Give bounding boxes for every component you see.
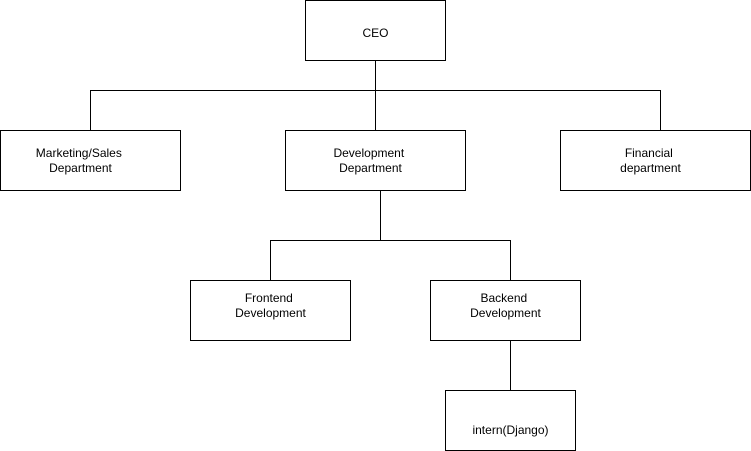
connector-development-backend	[380, 240, 511, 281]
node-frontend-label-line-2: Development	[235, 306, 306, 320]
svg-text:CEO: CEO	[362, 26, 388, 40]
node-frontend-development[interactable]: Frontend Development	[190, 280, 351, 341]
node-intern-django[interactable]: intern(Django)	[445, 390, 576, 451]
node-financial-label-line-2: department	[620, 161, 681, 175]
node-development-label-line-2: Department	[339, 161, 402, 175]
node-financial-department[interactable]: Financial department	[560, 130, 751, 191]
connector-development-frontend	[270, 190, 381, 281]
node-frontend-label-line-1: Frontend	[245, 291, 293, 305]
node-marketing-label-line-1: Marketing/Sales	[36, 146, 122, 160]
node-backend-development[interactable]: Backend Development	[430, 280, 581, 341]
svg-text:Financial department: Financial department	[620, 146, 681, 175]
node-development-label-line-1: Development	[333, 146, 404, 160]
node-backend-label-line-2: Development	[470, 306, 541, 320]
svg-text:Development Department: Development Department	[333, 146, 407, 175]
node-marketing-label-line-2: Department	[49, 161, 112, 175]
node-ceo[interactable]: CEO	[305, 0, 446, 61]
svg-text:Backend Development: Backend Development	[470, 291, 541, 320]
svg-text:intern(Django): intern(Django)	[472, 423, 548, 437]
node-financial-label-line-1: Financial	[625, 146, 673, 160]
node-ceo-label: CEO	[362, 26, 388, 40]
svg-text:Marketing/Sales Departme: Marketing/Sales Department	[36, 146, 125, 175]
connector-ceo-marketing	[90, 60, 376, 131]
node-intern-label: intern(Django)	[472, 423, 548, 437]
node-marketing-sales-department[interactable]: Marketing/Sales Department	[0, 130, 181, 191]
node-backend-label-line-1: Backend	[480, 291, 527, 305]
connector-ceo-financial	[375, 90, 661, 131]
node-development-department[interactable]: Development Department	[285, 130, 466, 191]
svg-text:Frontend Development: Frontend Development	[235, 291, 306, 320]
